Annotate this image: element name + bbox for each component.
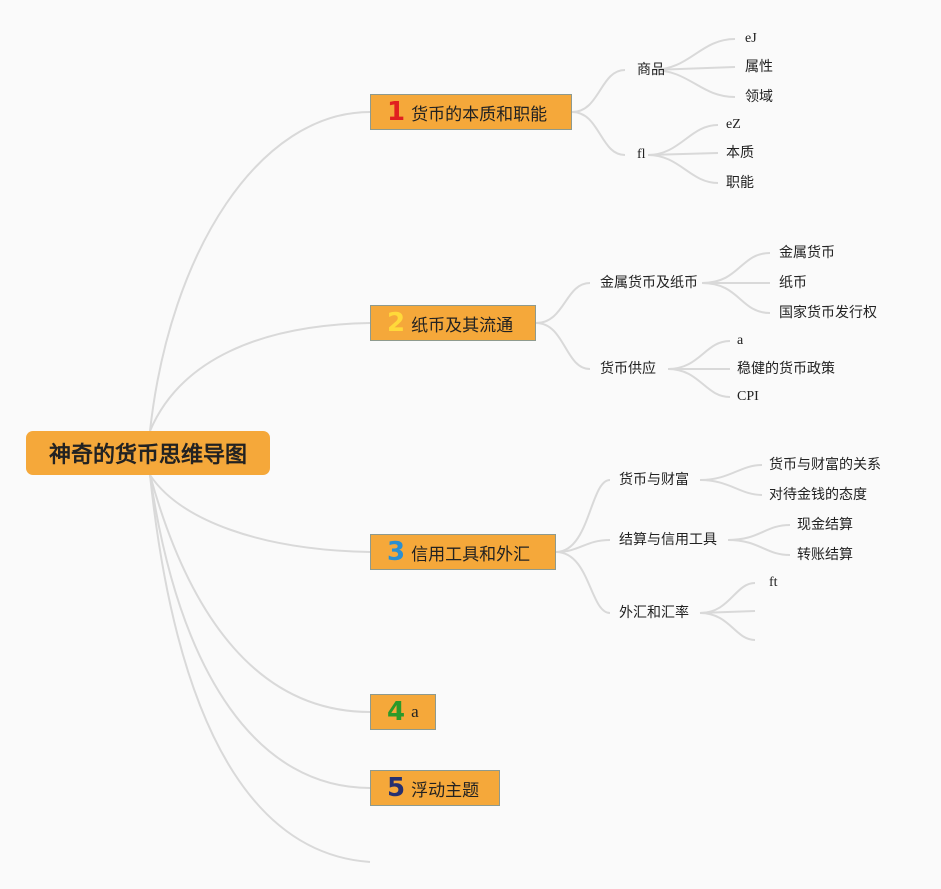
subtopic[interactable]: 货币供应 — [600, 361, 656, 377]
main-topic-4[interactable]: 4 a — [370, 694, 436, 730]
leaf-topic[interactable]: 职能 — [726, 175, 754, 191]
number-badge-5: 5 — [387, 773, 406, 803]
leaf-topic[interactable]: 纸币 — [779, 275, 807, 291]
leaf-topic[interactable]: 金属货币 — [779, 245, 835, 261]
subtopic[interactable]: 货币与财富 — [619, 472, 689, 488]
root-title: 神奇的货币思维导图 — [48, 443, 247, 468]
subtopic[interactable]: fl — [637, 147, 646, 162]
main-topic-1[interactable]: 1 货币的本质和职能 — [370, 94, 572, 130]
leaf-topic[interactable]: eZ — [726, 117, 741, 132]
leaf-topic[interactable]: 属性 — [745, 59, 773, 75]
main-topic-2[interactable]: 2 纸币及其流通 — [370, 305, 536, 341]
number-badge-1: 1 — [387, 97, 406, 127]
leaf-topic[interactable]: ft — [769, 575, 778, 590]
main-topic-3[interactable]: 3 信用工具和外汇 — [370, 534, 556, 570]
leaf-topic[interactable]: 领域 — [745, 89, 773, 105]
subtopic[interactable]: 外汇和汇率 — [619, 605, 689, 621]
leaf-topic[interactable]: 国家货币发行权 — [779, 305, 877, 321]
number-badge-2: 2 — [387, 308, 406, 338]
leaf-topic[interactable]: 转账结算 — [797, 547, 853, 563]
leaf-topic[interactable]: a — [737, 333, 744, 348]
main-topic-label: a — [411, 702, 419, 721]
number-badge-3: 3 — [387, 537, 406, 567]
leaf-topic[interactable]: 稳健的货币政策 — [737, 361, 835, 377]
leaf-topic[interactable]: 本质 — [726, 145, 754, 161]
main-topic-label: 纸币及其流通 — [411, 315, 514, 336]
main-topic-label: 信用工具和外汇 — [411, 544, 531, 565]
main-topic-label: 浮动主题 — [411, 780, 480, 801]
number-badge-4: 4 — [387, 697, 406, 727]
main-topic-label: 货币的本质和职能 — [411, 104, 548, 125]
leaf-topic[interactable]: 现金结算 — [797, 517, 853, 533]
root-topic[interactable]: 神奇的货币思维导图 — [26, 431, 270, 475]
subtopic[interactable]: 结算与信用工具 — [619, 532, 717, 548]
leaf-topic[interactable]: eJ — [745, 31, 757, 46]
subtopic[interactable]: 商品 — [637, 62, 665, 78]
leaf-topic[interactable]: 货币与财富的关系 — [769, 457, 881, 473]
main-topic-5[interactable]: 5 浮动主题 — [370, 770, 500, 806]
leaf-topic[interactable]: 对待金钱的态度 — [769, 487, 867, 503]
subtopic[interactable]: 金属货币及纸币 — [600, 275, 698, 291]
leaf-topic[interactable]: CPI — [737, 389, 759, 404]
